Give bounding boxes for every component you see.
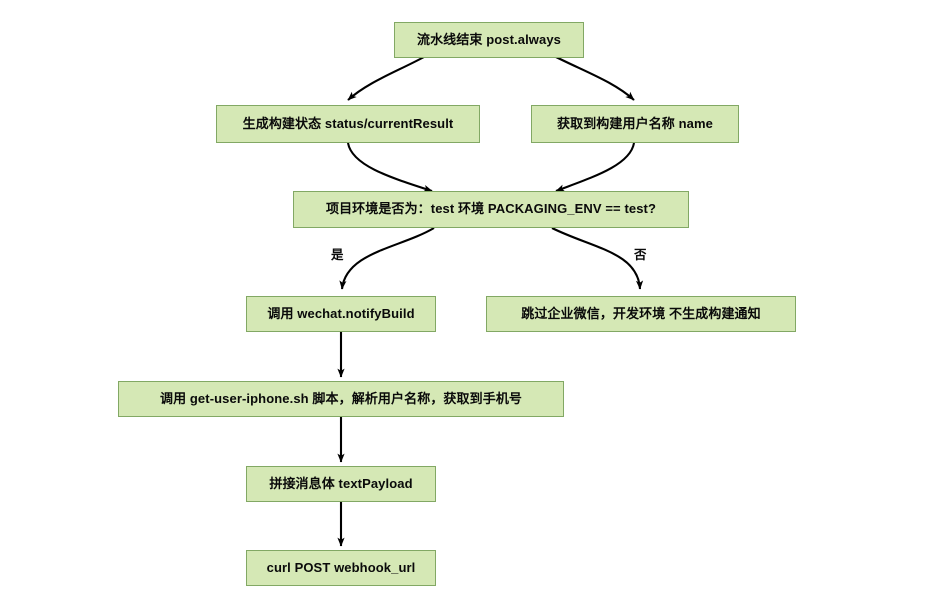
node-decision-env[interactable]: 项目环境是否为：test 环境 PACKAGING_ENV == test? — [293, 191, 689, 228]
edge-start-to-status — [347, 56, 425, 101]
edge-label-no: 否 — [633, 248, 648, 262]
node-start-label: 流水线结束 post.always — [416, 31, 561, 47]
node-decision-env-label: 项目环境是否为：test 环境 PACKAGING_ENV == test? — [325, 201, 657, 217]
node-text-payload[interactable]: 拼接消息体 textPayload — [246, 466, 436, 502]
node-username-label: 获取到构建用户名称 name — [557, 115, 713, 131]
edge-start-to-username — [555, 56, 635, 101]
node-notify-build-label: 调用 wechat.notifyBuild — [267, 305, 415, 321]
node-text-payload-label: 拼接消息体 textPayload — [269, 475, 413, 491]
edge-decision-to-notifybuild — [339, 227, 435, 290]
node-username[interactable]: 获取到构建用户名称 name — [531, 105, 739, 143]
node-status[interactable]: 生成构建状态 status/currentResult — [216, 105, 480, 143]
node-curl-post-label: curl POST webhook_url — [266, 559, 416, 575]
node-status-label: 生成构建状态 status/currentResult — [242, 115, 454, 131]
node-get-user-iphone-label: 调用 get-user-iphone.sh 脚本，解析用户名称，获取到手机号 — [159, 390, 523, 406]
edge-label-yes: 是 — [330, 248, 345, 262]
edge-decision-to-skipwechat — [551, 227, 644, 290]
node-skip-wechat-label: 跳过企业微信，开发环境 不生成构建通知 — [521, 305, 761, 321]
node-skip-wechat[interactable]: 跳过企业微信，开发环境 不生成构建通知 — [486, 296, 796, 332]
node-start[interactable]: 流水线结束 post.always — [394, 22, 584, 58]
node-get-user-iphone[interactable]: 调用 get-user-iphone.sh 脚本，解析用户名称，获取到手机号 — [118, 381, 564, 417]
edge-username-to-decision — [555, 142, 636, 192]
edge-status-to-decision — [346, 142, 433, 192]
node-curl-post[interactable]: curl POST webhook_url — [246, 550, 436, 586]
node-notify-build[interactable]: 调用 wechat.notifyBuild — [246, 296, 436, 332]
